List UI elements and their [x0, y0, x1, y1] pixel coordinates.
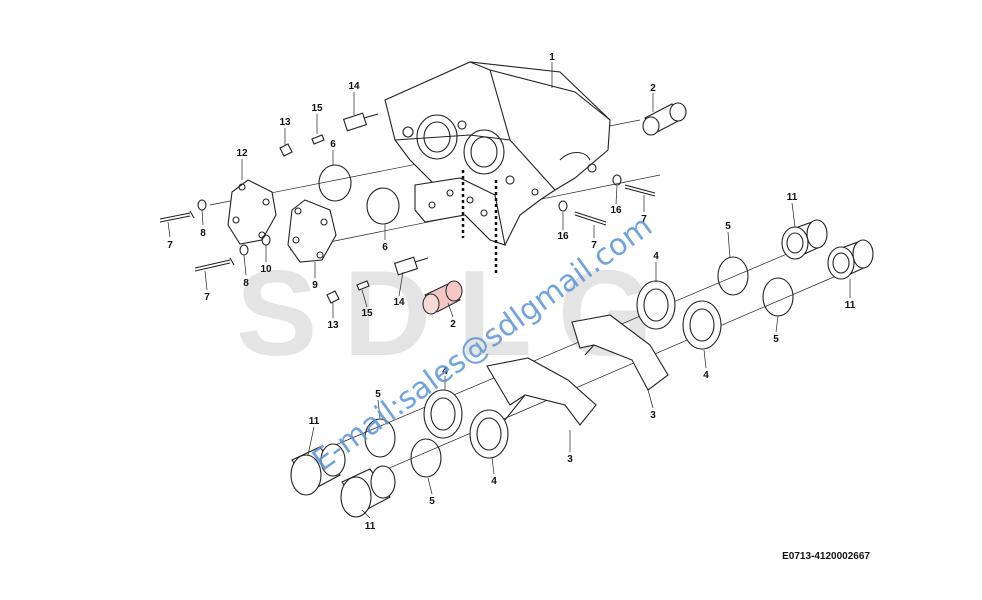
callout-10: 10: [260, 264, 272, 275]
callout-11-a: 11: [787, 192, 798, 203]
screw-15-lower: [356, 280, 370, 291]
callout-5-d: 5: [429, 496, 435, 507]
callout-16-left: 16: [557, 231, 569, 242]
callout-4-b: 4: [703, 370, 709, 381]
seal-4-upper-left: [636, 280, 676, 330]
callout-7-c: 7: [641, 214, 647, 225]
callout-14-lower: 14: [393, 297, 405, 308]
cover-plate-9: [287, 199, 337, 263]
callout-2-upper: 2: [650, 83, 656, 94]
ring-5-upper-right: [762, 277, 794, 317]
callout-6-upper: 6: [330, 139, 336, 150]
callout-16-right: 16: [610, 205, 622, 216]
brake-pad-3-lower: [486, 357, 597, 426]
sdlg-watermark-logo: SDLG: [236, 245, 679, 381]
callout-14-upper: 14: [348, 81, 360, 92]
piston-upper: [642, 102, 687, 136]
piston-11-upper-right: [827, 239, 874, 280]
bleeder-screw-14-upper: [342, 112, 379, 132]
callout-6-lower: 6: [382, 242, 388, 253]
caliper-housing: [384, 61, 611, 246]
piston-11-upper-left: [781, 219, 828, 260]
callout-2-lower: 2: [450, 319, 456, 330]
o-ring-6-lower: [366, 187, 400, 225]
callout-leaders: [167, 62, 851, 519]
callout-4-d: 4: [491, 476, 497, 487]
callout-3-lower: 3: [567, 454, 573, 465]
callout-5-a: 5: [725, 221, 731, 232]
bleeder-screw-14-lower: [393, 256, 429, 276]
bolt-7-left-lower: [194, 257, 235, 272]
piston-guide-dotted-line: [461, 170, 498, 273]
bolt-7-right-upper: [624, 184, 656, 197]
ring-5-lower-left: [364, 418, 396, 458]
callout-5-c: 5: [375, 389, 381, 400]
callout-11-c: 11: [309, 416, 320, 427]
callout-13-upper: 13: [279, 117, 291, 128]
seal-4-lower-left: [423, 389, 463, 439]
callout-9: 9: [312, 280, 318, 291]
washer-16-right: [612, 174, 622, 186]
piston-11-lower-right: [340, 465, 396, 518]
cover-plate-12: [227, 179, 277, 245]
callout-8-lower: 8: [243, 278, 249, 289]
callout-15-lower: 15: [361, 308, 373, 319]
bolt-7-right-lower: [574, 211, 607, 226]
callout-1: 1: [549, 52, 555, 63]
callout-5-b: 5: [773, 334, 779, 345]
callout-11-b: 11: [845, 300, 856, 311]
bolt-7-left-upper: [159, 210, 195, 223]
callout-4-a: 4: [653, 251, 659, 262]
piston-lower-highlighted: [422, 280, 463, 315]
ring-5-upper-left: [717, 256, 749, 296]
callout-11-d: 11: [365, 521, 376, 532]
callout-7-a: 7: [167, 240, 173, 251]
callout-13-lower: 13: [327, 320, 339, 331]
dust-cap-13-upper: [279, 143, 293, 157]
callout-labels: 1 2 2 3 3 4 4 4 4 5 5 5 5 6 6 7 7 7 7 8 …: [167, 52, 856, 532]
callout-7-d: 7: [591, 240, 597, 251]
callout-4-c: 4: [442, 366, 448, 377]
callout-15-upper: 15: [311, 103, 323, 114]
piston-11-lower-left: [290, 443, 346, 496]
callout-7-b: 7: [204, 292, 210, 303]
seal-4-upper-right: [682, 300, 722, 350]
callout-3-upper: 3: [650, 410, 656, 421]
screw-15-upper: [311, 134, 325, 145]
washer-16-left: [558, 200, 568, 212]
callout-8-upper: 8: [200, 228, 206, 239]
callout-12: 12: [236, 148, 248, 159]
o-ring-6-upper: [318, 164, 352, 202]
drawing-code: E0713-4120002667: [782, 551, 870, 562]
ring-5-lower-right: [410, 438, 442, 478]
washer-10: [261, 234, 271, 246]
seal-4-lower-right: [469, 409, 509, 459]
washer-8-upper: [197, 199, 207, 211]
dust-cap-13-lower: [326, 290, 340, 304]
